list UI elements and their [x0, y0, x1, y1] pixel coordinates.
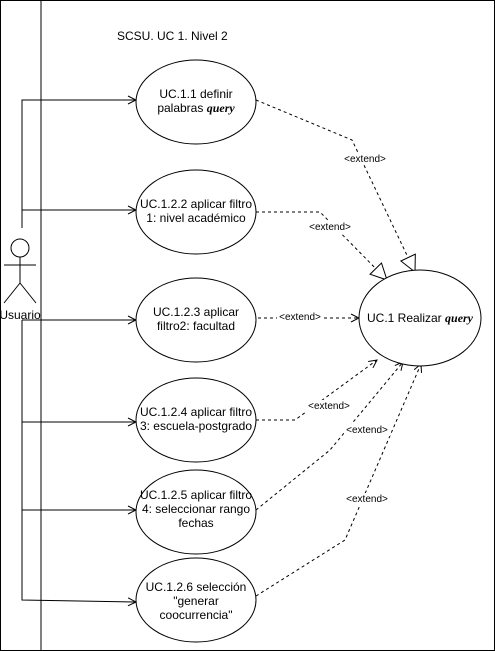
use-case-label-text: 4: seleccionar rango [142, 502, 250, 516]
extend-label-bg [306, 400, 352, 412]
extend-label-uc122: <extend> [309, 222, 351, 233]
use-case-label-line: UC.1.2.3 aplicar [153, 305, 239, 319]
query-keyword: query [445, 311, 474, 325]
extend-label-uc125: <extend> [346, 425, 388, 436]
extend-uc125 [255, 362, 403, 511]
use-case-label-line: UC.1 Realizar query [367, 311, 474, 325]
use-case-label-text: fechas [178, 516, 213, 530]
use-case-label-text: UC.1.2.6 selección [146, 580, 247, 594]
use-case-label-line: coocurrencia" [160, 608, 233, 622]
use-case-label-text: UC.1 Realizar [367, 311, 445, 325]
extend-uc11 [255, 99, 416, 274]
use-case-label-text: UC.1.1 definir [159, 87, 232, 101]
extend-label-bg [277, 311, 323, 323]
use-case-label-text: filtro2: facultad [157, 319, 235, 333]
use-case-label-line: "generar [173, 594, 219, 608]
use-case-label-text: coocurrencia" [160, 608, 233, 622]
assoc-uc126 [21, 320, 136, 602]
use-case-label-text: UC.1.2.2 aplicar filtro [140, 197, 252, 211]
extend-label-uc11: <extend> [344, 154, 386, 165]
association-lines [21, 100, 136, 602]
use-case-label-text: 3: escuela-postgrado [140, 419, 252, 433]
use-case-uc125[interactable] [135, 469, 257, 555]
use-case-label-text: 1: nivel académico [146, 211, 246, 225]
actor-left-leg [3, 282, 21, 304]
extend-label-bg [342, 153, 388, 165]
use-case-label-line: 3: escuela-postgrado [140, 419, 252, 433]
use-case-label-text: palabras [157, 101, 206, 115]
use-case-uc126[interactable] [135, 557, 257, 643]
use-case-label-line: palabras query [157, 101, 235, 115]
actor-right-leg [19, 282, 37, 304]
extend-label-bg [344, 493, 390, 505]
extend-label-bg [344, 424, 390, 436]
use-case-main-label: UC.1 Realizar query [367, 311, 474, 325]
assoc-uc11 [21, 100, 136, 228]
use-case-label-line: UC.1.2.4 aplicar filtro [140, 405, 252, 419]
use-case-label-line: UC.1.2.5 aplicar filtro [140, 488, 252, 502]
extend-uc122 [256, 211, 388, 281]
use-case-label-line: UC.1.1 definir [159, 87, 232, 101]
extend-uc124 [256, 360, 377, 421]
use-case-label-line: fechas [178, 516, 213, 530]
use-case-label-line: 4: seleccionar rango [142, 502, 250, 516]
diagram-title: SCSU. UC 1. Nivel 2 [117, 29, 228, 43]
use-case-uc122[interactable] [135, 169, 257, 255]
use-case-label-text: UC.1.2.4 aplicar filtro [140, 405, 252, 419]
use-case-label-text: "generar [173, 594, 219, 608]
actor-label: Usuario [0, 308, 41, 322]
extend-label-uc126: <extend> [346, 494, 388, 505]
use-case-main[interactable] [358, 269, 482, 367]
use-case-label-line: 1: nivel académico [146, 211, 246, 225]
use-case-label-line: UC.1.2.2 aplicar filtro [140, 197, 252, 211]
actor-usuario[interactable]: Usuario [0, 238, 41, 322]
extend-label-uc124: <extend> [308, 401, 350, 412]
use-case-label-line: UC.1.2.6 selección [146, 580, 247, 594]
use-case-label-text: UC.1.2.3 aplicar [153, 305, 239, 319]
use-case-uc124[interactable] [135, 377, 257, 463]
actor-head [10, 238, 30, 258]
query-keyword: query [207, 101, 236, 115]
extend-label-uc123: <extend> [279, 312, 321, 323]
use-case-uc11[interactable] [135, 59, 257, 145]
use-case-uc123[interactable] [135, 277, 257, 363]
use-case-label-text: UC.1.2.5 aplicar filtro [140, 488, 252, 502]
extend-label-bg [308, 221, 354, 233]
use-case-label-line: filtro2: facultad [157, 319, 235, 333]
